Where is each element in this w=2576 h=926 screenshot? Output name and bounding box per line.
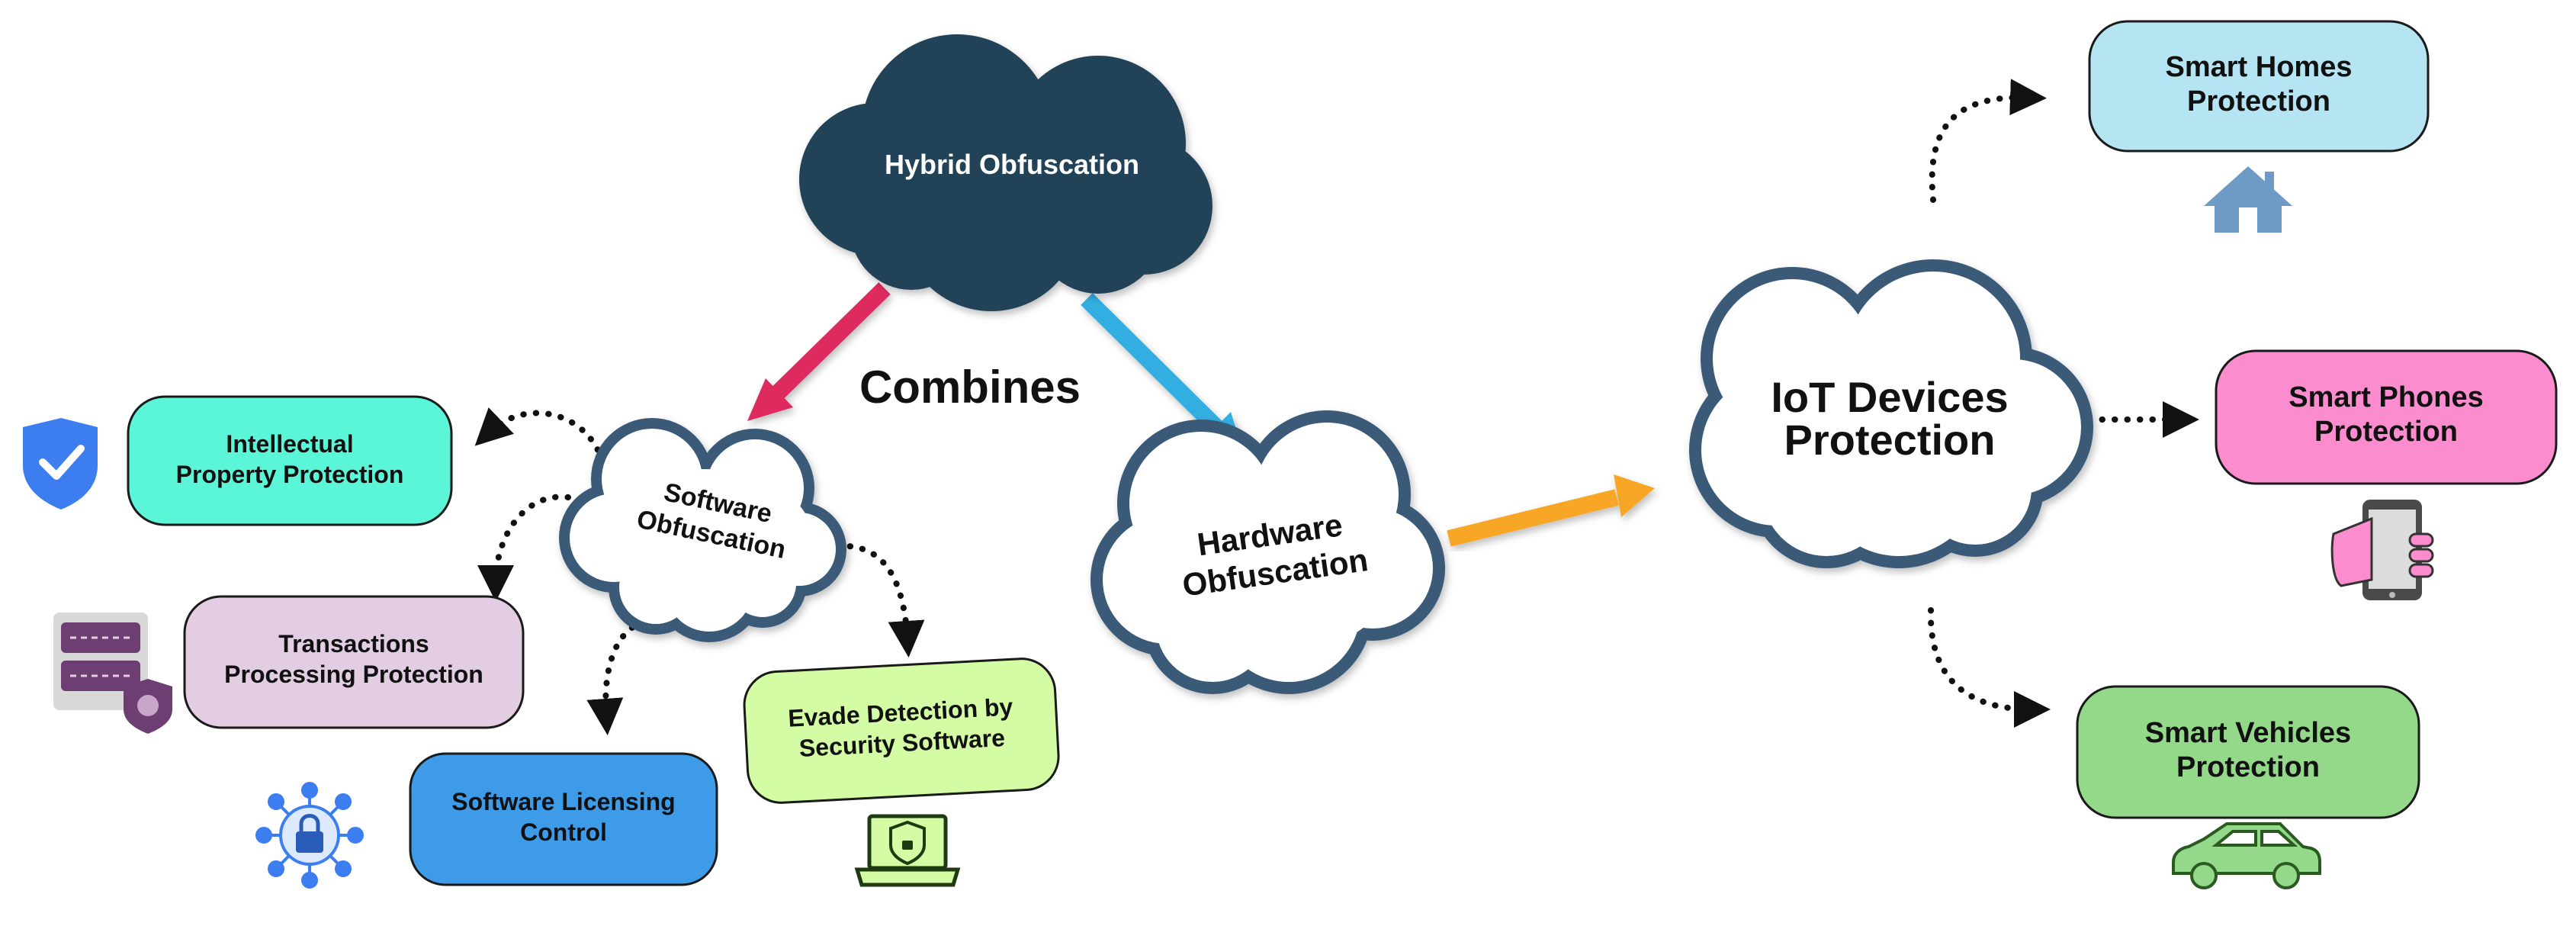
licensing-line1: Software Licensing: [451, 788, 675, 815]
hybrid-obfuscation-cloud: [799, 34, 1213, 311]
smart-phones-line1: Smart Phones: [2289, 381, 2484, 413]
car-icon: [2172, 822, 2321, 889]
iot-devices-cloud: [1689, 259, 2093, 568]
dotted-connectors: [474, 79, 2199, 735]
iot-devices-line1: IoT Devices: [1771, 373, 2008, 421]
combines-label: Combines: [859, 362, 1081, 413]
connector-evade: [834, 542, 925, 658]
hybrid-obfuscation-label: Hybrid Obfuscation: [885, 149, 1139, 180]
transactions-protection-box: Transactions Processing Protection: [183, 595, 525, 729]
smart-vehicles-box: Smart Vehicles Protection: [2076, 685, 2420, 819]
smart-phones-line2: Protection: [2314, 416, 2458, 448]
ip-protection-line1: Intellectual: [226, 430, 353, 458]
ip-protection-box: Intellectual Property Protection: [127, 395, 453, 526]
transactions-line1: Transactions: [278, 630, 429, 658]
server-shield-icon: [53, 613, 172, 734]
smart-homes-line1: Smart Homes: [2166, 51, 2353, 83]
arrow-to-software: [747, 282, 891, 421]
software-obfuscation-cloud: [559, 418, 846, 642]
software-licensing-box: Software Licensing Control: [409, 752, 718, 886]
laptop-shield-icon: [854, 814, 961, 887]
smart-vehicles-line1: Smart Vehicles: [2145, 717, 2351, 749]
smart-vehicles-line2: Protection: [2176, 751, 2320, 783]
connector-ip: [474, 407, 605, 465]
smart-homes-box: Smart Homes Protection: [2088, 20, 2430, 153]
hardware-obfuscation-cloud: [1090, 410, 1445, 694]
transactions-line2: Processing Protection: [224, 661, 483, 688]
arrow-to-iot: [1447, 474, 1655, 547]
ip-protection-line2: Property Protection: [176, 461, 404, 488]
network-lock-icon: [255, 782, 364, 889]
hand-phone-icon: [2330, 500, 2434, 600]
evade-detection-box: Evade Detection by Security Software: [743, 658, 1060, 804]
connector-homes: [1929, 79, 2047, 203]
house-icon: [2204, 166, 2292, 233]
connector-transactions: [477, 494, 571, 602]
iot-devices-line2: Protection: [1784, 416, 1996, 464]
smart-phones-box: Smart Phones Protection: [2215, 349, 2558, 485]
connector-vehicles: [1927, 607, 2051, 728]
shield-check-icon: [23, 418, 98, 510]
licensing-line2: Control: [520, 818, 607, 846]
smart-homes-line2: Protection: [2187, 85, 2330, 117]
